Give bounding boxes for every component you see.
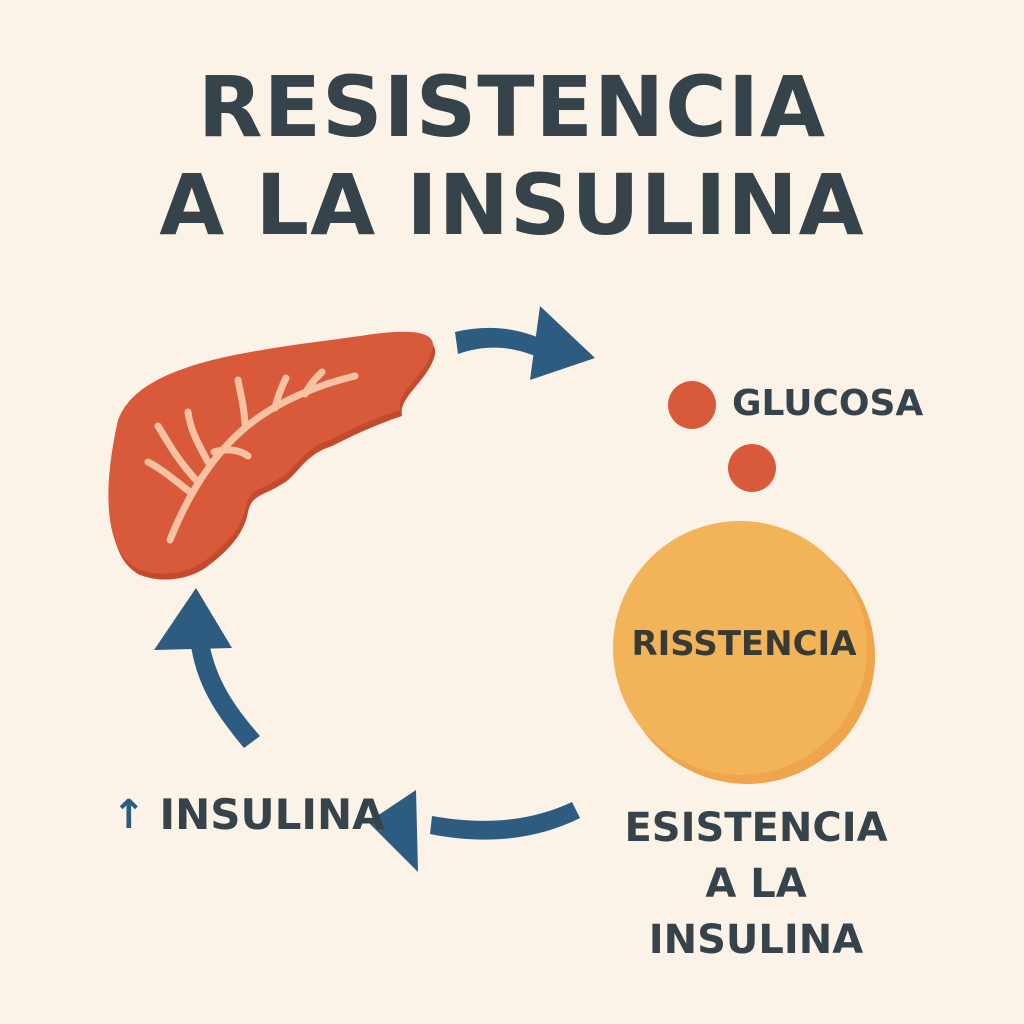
- organ-vessels: [144, 368, 359, 544]
- organ-body: [108, 331, 434, 574]
- arrow-organ-to-glucose: [455, 306, 595, 380]
- glucose-label: GLUCOSA: [732, 383, 924, 424]
- resistance-caption-line-1: ESISTENCIA: [624, 805, 888, 851]
- resistance-caption-line-2: A LA INSULINA: [648, 861, 864, 963]
- insulin-label: INSULINA: [159, 790, 385, 839]
- title-line-1: RESISTENCIA: [197, 58, 827, 156]
- resistance-circle: [613, 521, 867, 775]
- arrow-insulin-to-organ: [154, 588, 260, 748]
- diagram-title: RESISTENCIA A LA INSULINA: [0, 58, 1024, 254]
- glucose-dot-2: [728, 444, 776, 492]
- insulin-indicator: ↑ INSULINA: [112, 790, 385, 839]
- arrow-resistance-to-insulin: [368, 790, 580, 872]
- resistance-caption: ESISTENCIA A LA INSULINA: [596, 800, 916, 968]
- glucose-dot-1: [668, 381, 716, 429]
- up-arrow-icon: ↑: [112, 791, 146, 838]
- organ-illustration: [108, 331, 436, 580]
- resistance-circle-label: RISSTENCIA: [631, 624, 857, 664]
- title-line-2: A LA INSULINA: [159, 156, 865, 254]
